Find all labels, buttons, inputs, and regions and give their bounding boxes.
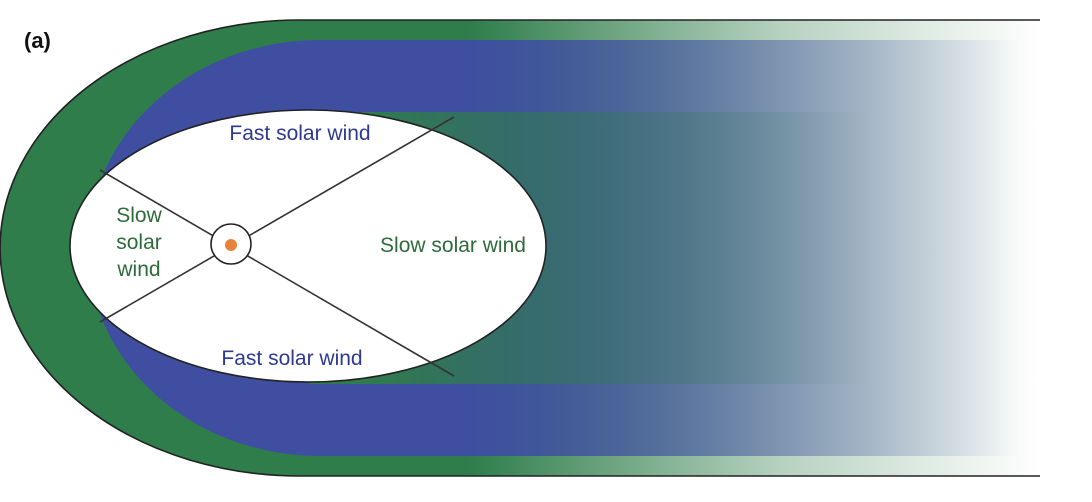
outer-boundary-line (0, 19, 1040, 477)
sector-boundary-line-2 (99, 116, 455, 323)
panel-label: (a) (24, 28, 51, 53)
slow-wind-label-left-2: solar (116, 231, 162, 254)
slow-wind-label-left-3: wind (116, 258, 160, 281)
fast-wind-label-bottom: Fast solar wind (221, 347, 362, 370)
inner-heliosphere-ellipse (69, 109, 547, 383)
slow-wind-label-right: Slow solar wind (380, 234, 526, 257)
sun-icon (210, 223, 252, 265)
sector-boundary-line-1 (99, 169, 455, 377)
slow-wind-label-left-1: Slow (116, 204, 162, 227)
fast-wind-label-top: Fast solar wind (229, 122, 370, 145)
